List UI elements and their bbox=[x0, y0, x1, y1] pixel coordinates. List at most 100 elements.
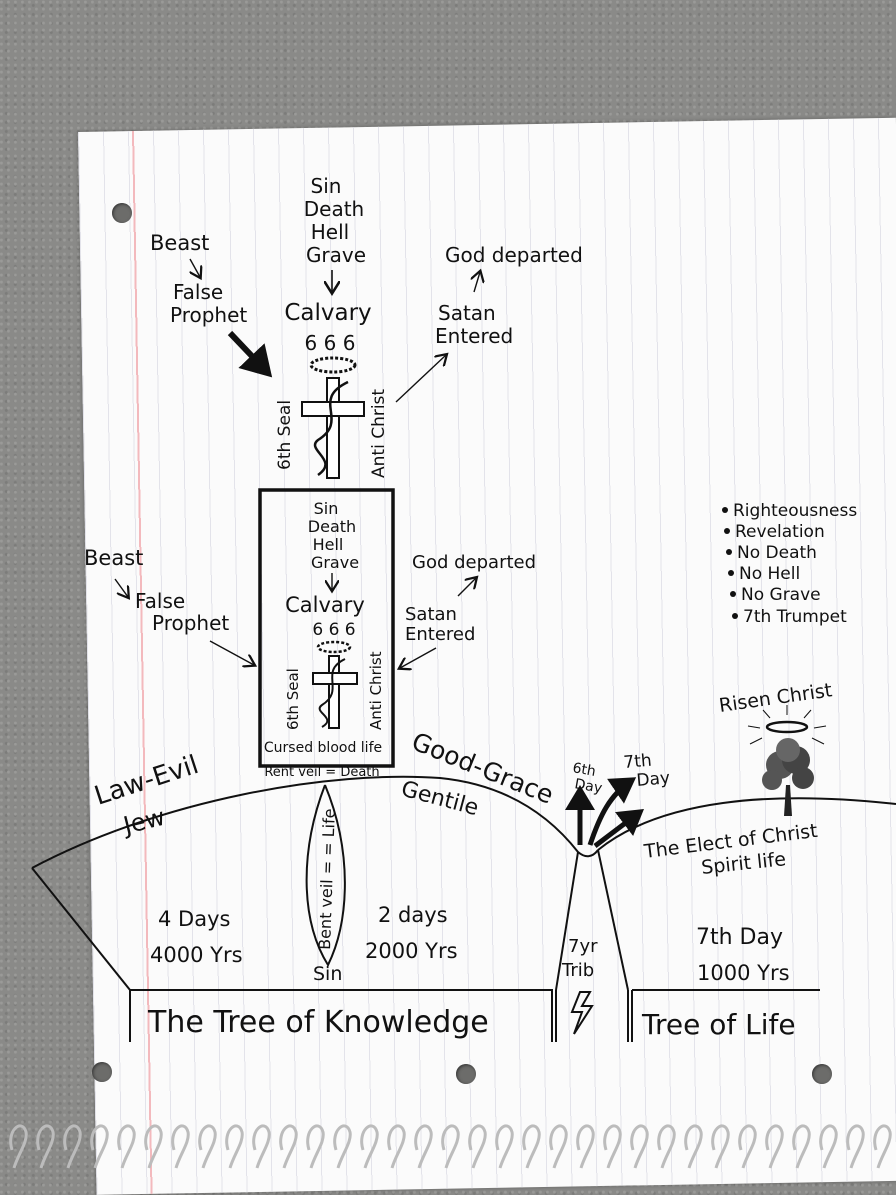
spiral-coil bbox=[738, 1124, 757, 1169]
spiral-coil bbox=[117, 1124, 136, 1169]
spiral-coil bbox=[333, 1124, 352, 1169]
lower-antichrist: Anti Christ bbox=[367, 651, 385, 730]
spiral-coil bbox=[90, 1124, 109, 1169]
upper-calvary: Calvary bbox=[284, 300, 371, 326]
upper-antichrist: Anti Christ bbox=[369, 389, 389, 478]
cross-icon bbox=[301, 377, 365, 479]
spiral-coil bbox=[171, 1124, 190, 1169]
beast-arrow bbox=[190, 258, 200, 277]
upper-prophet: Prophet bbox=[170, 303, 247, 327]
upper-666: 6 6 6 bbox=[305, 331, 356, 355]
spiral-coil bbox=[522, 1124, 541, 1169]
spiral-coil bbox=[306, 1124, 325, 1169]
spiral-coil bbox=[144, 1124, 163, 1169]
spiral-coil bbox=[765, 1124, 784, 1169]
lower-antichrist-arrow bbox=[400, 647, 437, 668]
list-item: No Grave bbox=[741, 585, 821, 605]
lower-cross-section: Sin Death Hell Grave Calvary 6 6 6 6th S… bbox=[84, 488, 536, 780]
spiral-binding bbox=[9, 1124, 892, 1169]
seventh-day-label-1: 7th bbox=[623, 751, 653, 773]
spiral-coil bbox=[252, 1124, 271, 1169]
trib-label: Trib bbox=[561, 960, 594, 981]
punch-hole bbox=[112, 203, 132, 223]
list-item: Revelation bbox=[735, 522, 825, 542]
upper-satan: Satan bbox=[438, 301, 496, 325]
left-arc bbox=[31, 775, 579, 869]
spiral-coil bbox=[549, 1124, 568, 1169]
bold-arrow bbox=[227, 330, 273, 378]
lower-sin: Sin bbox=[314, 499, 339, 518]
lower-rent-veil: Rent veil = Death bbox=[264, 765, 379, 780]
lower-god-arrow bbox=[457, 578, 476, 597]
crown-of-thorns-icon bbox=[316, 640, 352, 654]
list-item: Righteousness bbox=[733, 501, 857, 521]
law-evil-label: Law-Evil bbox=[91, 750, 202, 812]
spiral-coil bbox=[657, 1124, 676, 1169]
spiral-coil bbox=[36, 1124, 55, 1169]
spiral-coil bbox=[711, 1124, 730, 1169]
upper-sin: Sin bbox=[311, 174, 342, 198]
spiral-coil bbox=[441, 1124, 460, 1169]
bottom-box-left bbox=[129, 989, 553, 1042]
spiral-coil bbox=[684, 1124, 703, 1169]
spiral-coil bbox=[846, 1124, 865, 1169]
seventh-day-label-2: Day bbox=[636, 768, 671, 791]
lower-hell: Hell bbox=[313, 535, 344, 554]
sixth-day-label-2: Day bbox=[573, 776, 603, 797]
lower-666: 6 6 6 bbox=[312, 620, 355, 640]
risen-tree-icon bbox=[747, 705, 827, 816]
lower-grave: Grave bbox=[311, 553, 359, 572]
punch-hole bbox=[812, 1064, 832, 1084]
lower-false: False bbox=[135, 589, 185, 613]
risen-christ-label: Risen Christ bbox=[718, 679, 834, 717]
lower-cursed: Cursed blood life bbox=[264, 740, 382, 756]
antichrist-arrow bbox=[395, 355, 446, 403]
bottom-box-right bbox=[631, 989, 820, 1042]
spiral-coil bbox=[630, 1124, 649, 1169]
spiral-coil bbox=[63, 1124, 82, 1169]
third-arrow bbox=[593, 808, 644, 848]
punch-hole bbox=[456, 1064, 476, 1084]
right-bullet-list: Righteousness Revelation No Death No Hel… bbox=[722, 501, 857, 627]
lower-god-departed: God departed bbox=[412, 552, 536, 573]
bottom-box-mid bbox=[555, 990, 629, 1042]
upper-grave: Grave bbox=[306, 243, 366, 267]
upper-beast: Beast bbox=[150, 231, 209, 255]
list-item: 7th Trumpet bbox=[743, 607, 847, 627]
spiral-coil bbox=[414, 1124, 433, 1169]
sixth-day-label-1: 6th bbox=[571, 760, 597, 780]
bottom-labels: The Tree of Knowledge Tree of Life bbox=[147, 1005, 796, 1041]
lower-death: Death bbox=[308, 517, 356, 536]
arc-labels: Law-Evil Jew Good-Grace Gentile Bent vei… bbox=[91, 679, 834, 1035]
jew-label: Jew bbox=[119, 803, 168, 841]
mid-days: 2 days bbox=[378, 903, 448, 927]
lower-satan: Satan bbox=[405, 604, 457, 625]
upper-hell: Hell bbox=[311, 220, 349, 244]
seventh-day-arrow bbox=[587, 777, 637, 846]
spiral-coil bbox=[873, 1124, 892, 1169]
spiral-coil bbox=[279, 1124, 298, 1169]
tree-knowledge-label: The Tree of Knowledge bbox=[147, 1005, 489, 1040]
lightning-icon bbox=[570, 991, 594, 1035]
sin-label: Sin bbox=[313, 963, 342, 985]
spiral-coil bbox=[360, 1124, 379, 1169]
spiral-coil bbox=[792, 1124, 811, 1169]
bent-veil-lens bbox=[305, 784, 346, 968]
lower-beast: Beast bbox=[84, 546, 143, 570]
lower-6th-seal: 6th Seal bbox=[284, 668, 302, 730]
left-days: 4 Days bbox=[158, 907, 230, 931]
lower-prophet: Prophet bbox=[152, 611, 229, 635]
lower-entered: Entered bbox=[405, 624, 475, 645]
upper-death: Death bbox=[304, 197, 364, 221]
spiral-coil bbox=[576, 1124, 595, 1169]
trib-7yr: 7yr bbox=[568, 936, 598, 957]
spiral-coil bbox=[225, 1124, 244, 1169]
spiral-coil bbox=[495, 1124, 514, 1169]
cross-icon bbox=[312, 655, 358, 729]
lower-beast-arrow bbox=[114, 578, 128, 597]
crown-of-thorns-icon bbox=[309, 356, 357, 374]
spiral-coil bbox=[468, 1124, 487, 1169]
left-years: 4000 Yrs bbox=[150, 943, 243, 967]
list-item: No Hell bbox=[739, 564, 800, 584]
